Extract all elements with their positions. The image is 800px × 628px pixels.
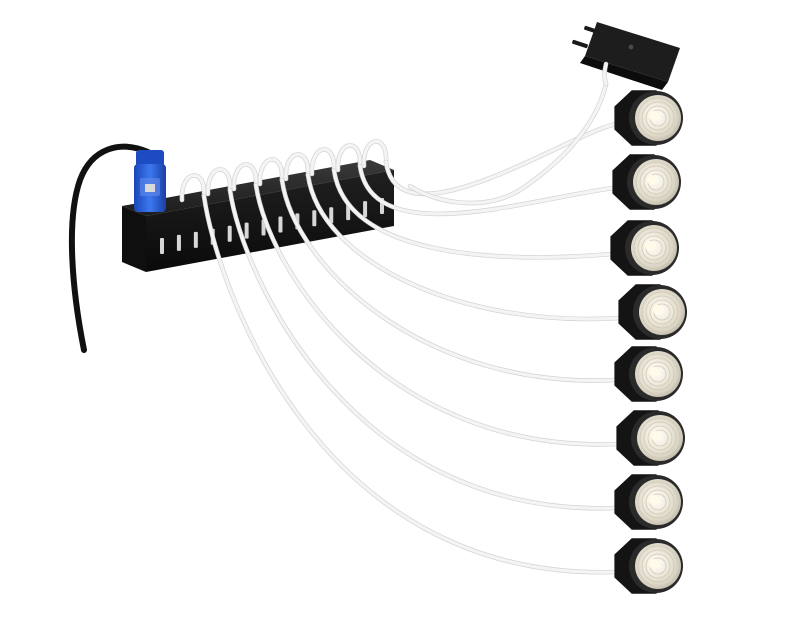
vent-slot (278, 216, 283, 233)
vent-slot (312, 210, 317, 227)
reflector-ring (639, 165, 673, 199)
reflector-ring (639, 417, 681, 459)
light-cable (336, 143, 362, 172)
led-chip (649, 559, 659, 569)
reflector-ring (637, 481, 679, 523)
reflector-ring (641, 485, 675, 519)
spotlight-icon (612, 154, 681, 210)
light-cable (384, 122, 618, 196)
reflector-ring (641, 357, 675, 391)
light-cable (228, 188, 618, 510)
light-cable (358, 164, 616, 216)
vent-slot (176, 234, 181, 251)
spotlight-icon (618, 284, 687, 340)
cable-outline (201, 193, 619, 575)
reflector-ring (641, 101, 675, 135)
spotlight-icon (614, 346, 683, 402)
light-cable (206, 167, 232, 196)
adapter-cable-outline (407, 81, 609, 206)
adapter-cable (408, 82, 608, 205)
power-cable (68, 143, 151, 353)
reflector-ring (641, 235, 667, 261)
cable-outline (357, 163, 617, 217)
spotlight-icon (614, 90, 683, 146)
reflector-ring (649, 299, 675, 325)
reflector-ring (643, 169, 669, 195)
reflector-ring (637, 97, 679, 139)
spotlight-icon (616, 410, 685, 466)
vent-slot (193, 231, 198, 248)
light-cable (284, 152, 310, 181)
light-cable (306, 173, 622, 321)
light-cable (310, 147, 336, 176)
led-chip (649, 495, 659, 505)
led-chip (647, 175, 657, 185)
vent-slot (160, 238, 164, 254)
reflector-ring (647, 425, 673, 451)
vent-slot (244, 222, 249, 239)
led-chip (649, 367, 659, 377)
reflector-ring (637, 231, 671, 265)
reflector-ring (645, 553, 671, 579)
light-cables (179, 81, 623, 575)
reflector-ring (633, 227, 675, 269)
reflector-ring (637, 545, 679, 587)
reflector-ring (645, 361, 671, 387)
spotlight-icon (610, 220, 679, 276)
light-cable (332, 168, 614, 259)
reflector-ring (645, 489, 671, 515)
reflector-ring (641, 549, 675, 583)
plug-adapter-icon (572, 22, 680, 90)
reflector-ring (643, 421, 677, 455)
led-chip (645, 241, 655, 251)
spotlight-group (610, 90, 687, 594)
reflector-ring (645, 295, 679, 329)
light-cable (280, 178, 618, 383)
led-chip (649, 111, 659, 121)
reflector-ring (635, 161, 677, 203)
reflector-ring (637, 353, 679, 395)
vent-slot (329, 207, 334, 224)
light-cable (232, 162, 258, 191)
led-chip (651, 431, 661, 441)
vent-slot (363, 201, 368, 218)
led-chip (653, 305, 663, 315)
light-cable (202, 194, 618, 574)
light-cable (362, 139, 388, 168)
power-connector-icon (134, 150, 166, 212)
light-cable (254, 183, 620, 446)
spotlight-icon (614, 474, 683, 530)
spotlight-icon (614, 538, 683, 594)
reflector-ring (641, 291, 683, 333)
vent-slot (227, 225, 232, 242)
reflector-ring (645, 105, 671, 131)
light-cable (180, 173, 206, 202)
light-cable (258, 157, 284, 186)
